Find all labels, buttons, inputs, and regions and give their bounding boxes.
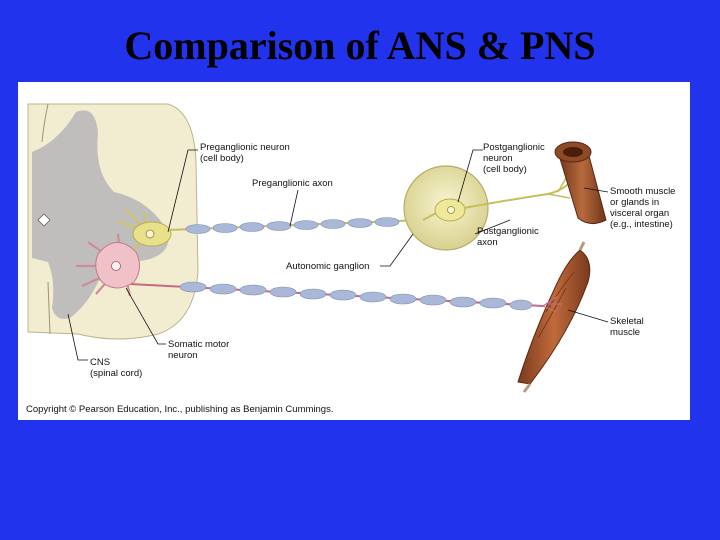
somatic-motor-axon [129, 281, 544, 311]
autonomic-ganglion [403, 165, 489, 251]
somatic-motor-neuron-body [76, 233, 140, 297]
label-preganglionic-axon: Preganglionic axon [252, 178, 333, 189]
central-canal [37, 213, 51, 227]
label-postganglionic-axon: Postganglionic axon [477, 226, 541, 248]
label-postganglionic-neuron: Postganglionic neuron (cell body) [483, 142, 547, 175]
labels: Preganglionic neuron (cell body) Pregang… [90, 142, 678, 379]
ans-pns-figure: Preganglionic neuron (cell body) Pregang… [18, 82, 690, 420]
preganglionic-axon [167, 217, 424, 234]
neuron-pathway-diagram: Preganglionic neuron (cell body) Pregang… [26, 103, 678, 415]
label-cns: CNS (spinal cord) [90, 357, 142, 379]
spinal-cord [27, 103, 199, 340]
label-autonomic-ganglion: Autonomic ganglion [286, 261, 369, 272]
skeletal-muscle [517, 241, 591, 393]
label-somatic-motor-neuron: Somatic motor neuron [168, 339, 232, 361]
leader-lines [67, 149, 609, 361]
slide-title: Comparison of ANS & PNS [124, 23, 596, 68]
preganglionic-neuron [117, 209, 172, 251]
smooth-muscle-organ [554, 141, 607, 224]
label-smooth-muscle: Smooth muscle or glands in visceral orga… [610, 186, 678, 230]
label-skeletal-muscle: Skeletal muscle [610, 316, 646, 338]
label-preganglionic-neuron: Preganglionic neuron (cell body) [200, 142, 292, 164]
copyright-notice: Copyright © Pearson Education, Inc., pub… [26, 404, 333, 415]
